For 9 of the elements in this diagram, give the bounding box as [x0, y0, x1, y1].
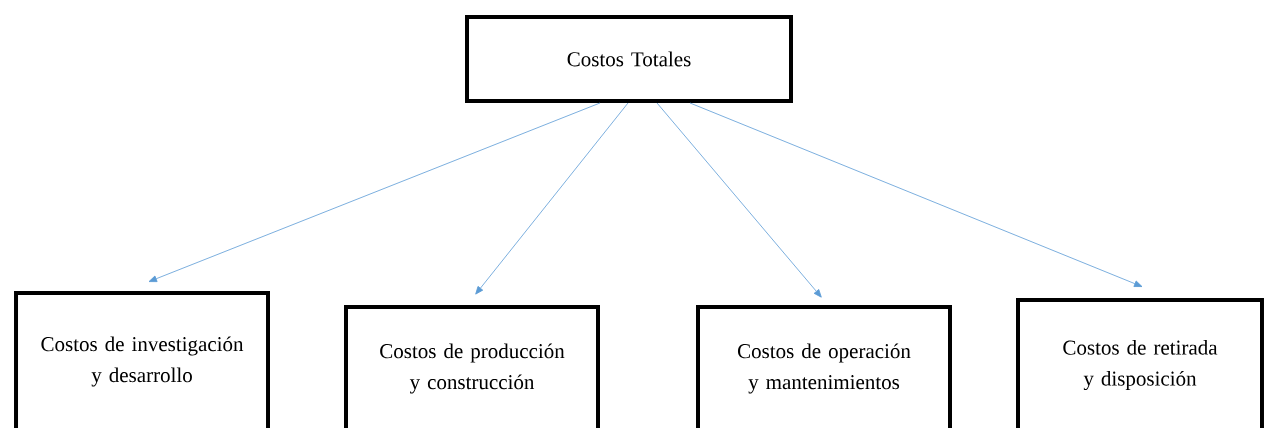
- cost-box: Costos de investigación y desarrollo: [14, 291, 270, 428]
- arrow: [689, 102, 1143, 287]
- cost-box: Costos de operación y mantenimientos: [696, 305, 952, 428]
- cost-box: Costos de retirada y disposición: [1016, 298, 1264, 428]
- arrow: [148, 102, 601, 282]
- arrow: [656, 102, 822, 298]
- cost-box: Costos Totales: [465, 15, 793, 103]
- cost-box: Costos de producción y construcción: [344, 305, 600, 428]
- arrow: [475, 102, 629, 295]
